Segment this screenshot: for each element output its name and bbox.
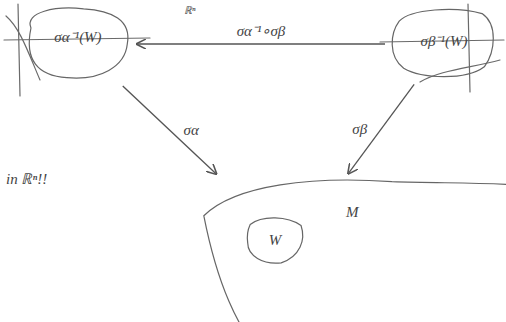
chart-region: σβ⁻¹(W) <box>388 6 500 82</box>
map-label: σβ <box>350 121 369 138</box>
axis-line <box>468 4 470 92</box>
region-outline <box>196 176 392 318</box>
map-arrow <box>348 84 414 173</box>
sketch-stroke <box>420 60 500 82</box>
map-label: σα⁻¹∘σβ <box>235 20 288 40</box>
region-label: W <box>269 232 282 249</box>
region-label: M <box>346 204 359 221</box>
map-arrow <box>123 86 217 174</box>
chart-region: σα⁻¹(W) <box>22 4 134 84</box>
map-arrow <box>137 43 385 44</box>
region-label: σα⁻¹(W) <box>54 26 101 46</box>
map-label: σα <box>182 122 201 139</box>
region-label: σβ⁻¹(W) <box>421 30 468 50</box>
note-text: in ℝⁿ!! <box>4 168 49 188</box>
axis-line <box>18 4 20 96</box>
chart-region: MW <box>196 176 392 318</box>
note-text: ℝⁿ <box>182 2 197 17</box>
sketch-stroke <box>6 16 40 80</box>
chart-region: W <box>244 214 306 266</box>
